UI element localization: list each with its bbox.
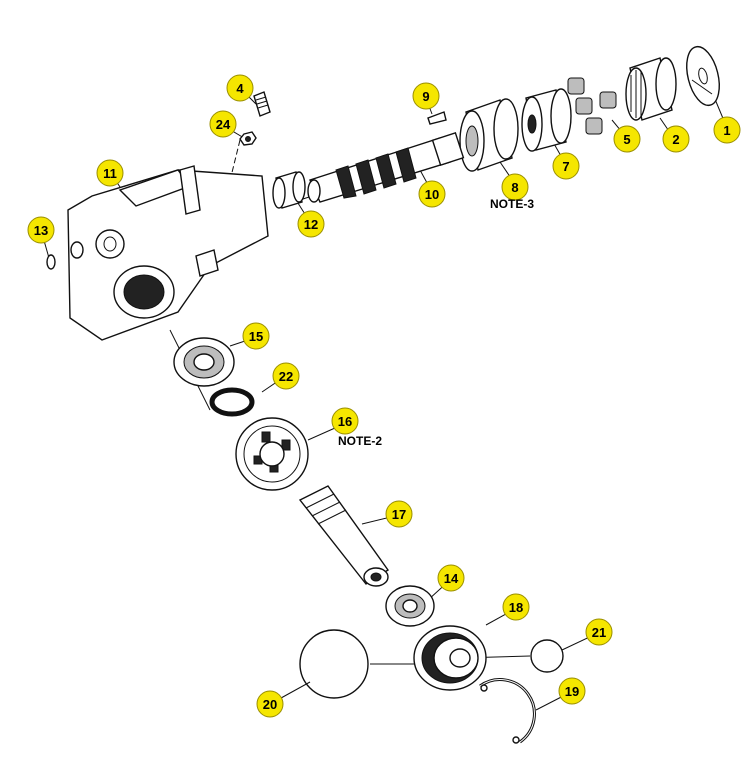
- callout-13: 13: [27, 216, 55, 244]
- callout-12: 12: [297, 210, 325, 238]
- callout-label: 18: [509, 600, 523, 615]
- callout-label: 22: [279, 369, 293, 384]
- part-9-key: [427, 111, 447, 125]
- callout-label: 14: [444, 571, 459, 586]
- callout-label: 15: [249, 329, 263, 344]
- callout-20: 20: [256, 690, 284, 718]
- callout-16: 16: [331, 407, 359, 435]
- callout-10: 10: [418, 180, 446, 208]
- part-22-o-ring: [209, 387, 255, 417]
- part-19-retaining-ring: [479, 678, 536, 744]
- callout-19: 19: [558, 677, 586, 705]
- callout-label: 13: [34, 223, 48, 238]
- callout-label: 8: [511, 180, 518, 195]
- callout-2: 2: [662, 125, 690, 153]
- part-5-rollers: [567, 77, 617, 135]
- callout-14: 14: [437, 564, 465, 592]
- part-15-bearing: [173, 337, 235, 387]
- part-14-bearing: [385, 585, 435, 627]
- part-21-small-o-ring: [530, 639, 564, 673]
- part-2-needle-bearing: [625, 57, 677, 121]
- callout-9: 9: [412, 82, 440, 110]
- callout-5: 5: [613, 125, 641, 153]
- callout-label: 19: [565, 684, 579, 699]
- callout-label: 5: [623, 132, 630, 147]
- callout-label: 12: [304, 217, 318, 232]
- part-20-large-o-ring: [299, 629, 369, 699]
- part-10-worm-shaft: [307, 132, 465, 203]
- callout-21: 21: [585, 618, 613, 646]
- callout-18: 18: [502, 593, 530, 621]
- callout-24: 24: [209, 110, 237, 138]
- callout-22: 22: [272, 362, 300, 390]
- part-13-clip: [46, 254, 56, 270]
- callout-17: 17: [385, 500, 413, 528]
- callout-label: 11: [103, 166, 117, 181]
- callout-label: 1: [723, 123, 730, 138]
- part-11-housing: [67, 165, 269, 341]
- callout-label: 4: [236, 81, 244, 96]
- callout-11: 11: [96, 159, 124, 187]
- part-4-spring: [253, 91, 271, 117]
- part-17-output-shaft: [298, 485, 389, 587]
- part-1-thrust-washer: [686, 45, 720, 107]
- callout-label: 21: [592, 625, 606, 640]
- callout-4: 4: [226, 74, 254, 102]
- callout-15: 15: [242, 322, 270, 350]
- part-18-seal: [413, 625, 487, 691]
- callout-label: 2: [672, 132, 679, 147]
- part-16-worm-gear: [235, 417, 309, 491]
- callout-label: 9: [422, 89, 429, 104]
- callout-label: 24: [216, 117, 231, 132]
- callout-1: 1: [713, 116, 741, 144]
- callout-8: 8: [501, 173, 529, 201]
- callout-label: 7: [562, 159, 569, 174]
- note-3-label: NOTE-3: [490, 197, 534, 211]
- callout-label: 10: [425, 187, 439, 202]
- note-2-label: NOTE-2: [338, 434, 382, 448]
- part-24-nut: [239, 131, 257, 146]
- callout-bubble: [713, 116, 741, 144]
- part-12-bushing: [272, 171, 306, 209]
- part-7-carrier: [521, 88, 572, 152]
- callout-label: 20: [263, 697, 277, 712]
- callout-label: 17: [392, 507, 406, 522]
- part-8-bearing: [459, 98, 519, 172]
- callout-label: 16: [338, 414, 352, 429]
- callout-7: 7: [552, 152, 580, 180]
